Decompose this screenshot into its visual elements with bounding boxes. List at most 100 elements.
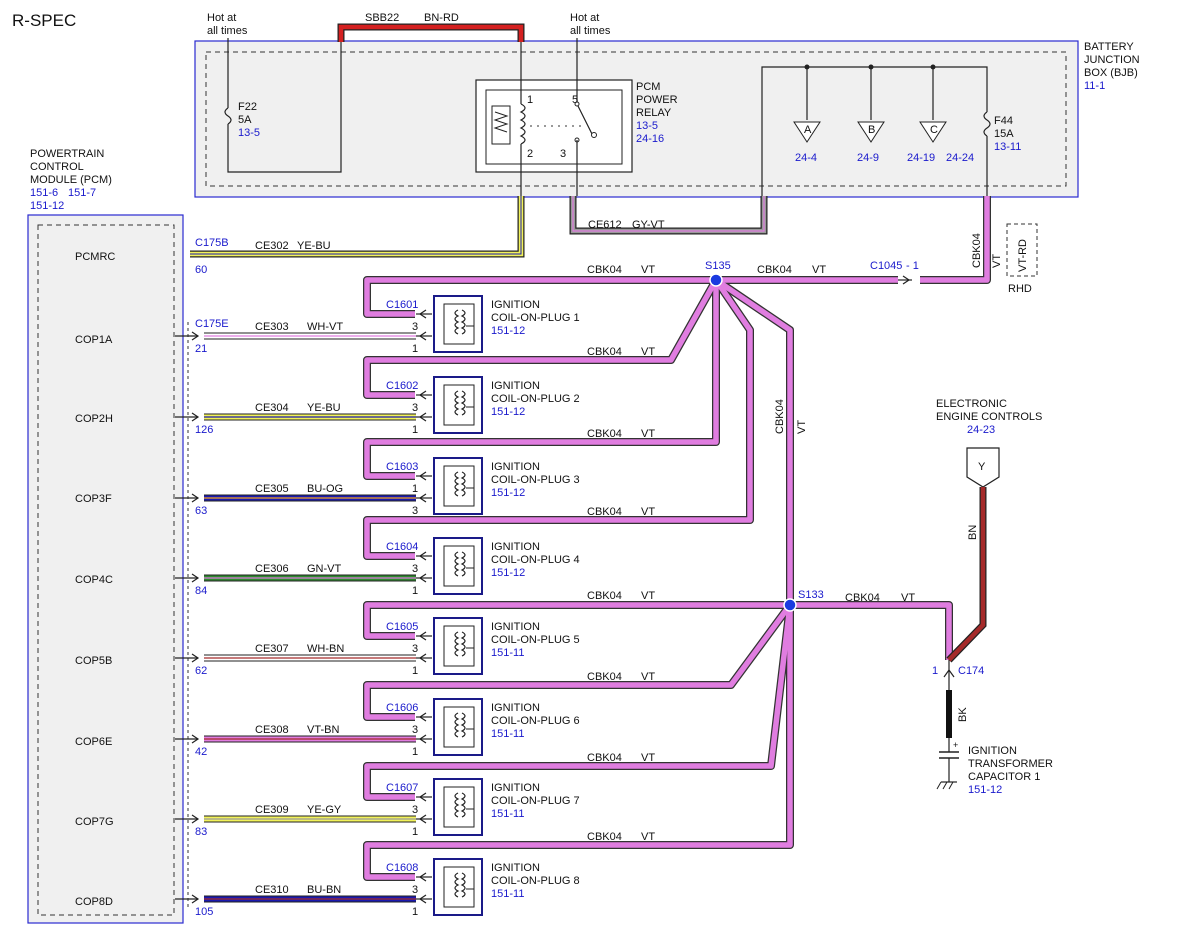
splice-s133-label: S133 bbox=[798, 589, 824, 601]
coil-6-ref: 151-11 bbox=[491, 728, 524, 740]
coil-8-pin-top: 3 bbox=[412, 884, 418, 896]
coil-4-pin-top: 3 bbox=[412, 563, 418, 575]
coil-2-circuit: CE304 bbox=[255, 402, 289, 414]
eec-connector: Y bbox=[978, 461, 986, 473]
wire-sbb22-color: BN-RD bbox=[424, 12, 459, 24]
coil-3-pin-bot: 3 bbox=[412, 505, 418, 517]
c1045-name: C1045 bbox=[870, 260, 902, 272]
coil-6-color: VT-BN bbox=[307, 724, 339, 736]
coil-8-bus-circuit: CBK04 bbox=[587, 831, 622, 843]
wire-sbb22: SBB22 BN-RD bbox=[337, 12, 525, 42]
coil-1-pin-top: 3 bbox=[412, 321, 418, 333]
bjb-conn-b: B bbox=[868, 124, 875, 136]
coil-1-pin-bot: 1 bbox=[412, 343, 418, 355]
coil-4-color: GN-VT bbox=[307, 563, 342, 575]
relay-label-2: POWER bbox=[636, 94, 678, 106]
hot-label-left-1: Hot at bbox=[207, 12, 236, 24]
eec-block: ELECTRONIC ENGINE CONTROLS 24-23 Y bbox=[936, 398, 1042, 488]
coil-4-label-1: IGNITION bbox=[491, 541, 540, 553]
bjb-conn-c: C bbox=[930, 124, 938, 136]
pcm-module: POWERTRAIN CONTROL MODULE (PCM) 151-6 15… bbox=[27, 148, 189, 924]
coil-1-circuit: CE303 bbox=[255, 321, 289, 333]
vt-circuit-vertical: CBK04 bbox=[774, 399, 786, 434]
coil-4-pcm-arrow bbox=[191, 573, 200, 583]
coil-8-bus-color: VT bbox=[641, 831, 655, 843]
capacitor-label-2: TRANSFORMER bbox=[968, 758, 1053, 770]
relay-pin-2: 2 bbox=[527, 148, 533, 160]
wire-ce302: C175B 60 CE302 YE-BU bbox=[190, 196, 525, 276]
coil-5-circuit: CE307 bbox=[255, 643, 289, 655]
coil-7-winding-primary bbox=[454, 792, 460, 818]
hot-label-left-2: all times bbox=[207, 25, 248, 37]
page-title: R-SPEC bbox=[12, 11, 76, 30]
coil-2-color: YE-BU bbox=[307, 402, 341, 414]
coil-1-label-2: COIL-ON-PLUG 1 bbox=[491, 312, 580, 324]
coil-7-label-2: COIL-ON-PLUG 7 bbox=[491, 795, 580, 807]
relay-label-1: PCM bbox=[636, 81, 660, 93]
bjb-extra-ref: 24-24 bbox=[946, 152, 974, 164]
coil-7-label-1: IGNITION bbox=[491, 782, 540, 794]
coil-1-pcm-arrow bbox=[191, 331, 200, 341]
coil-3-winding-secondary bbox=[460, 471, 466, 497]
coil-1-feed-arrow bbox=[418, 309, 427, 319]
coil-7-pin-top: 3 bbox=[412, 804, 418, 816]
coil-7-winding-secondary bbox=[460, 792, 466, 818]
wire-sbb22-circuit: SBB22 bbox=[365, 12, 399, 24]
coil-4-label-2: COIL-ON-PLUG 4 bbox=[491, 554, 580, 566]
fuse-f22-rating: 5A bbox=[238, 114, 252, 126]
bjb-ref: 11-1 bbox=[1084, 80, 1105, 92]
coil-7-circuit: CE309 bbox=[255, 804, 289, 816]
pcm-pin-cop6e: COP6E bbox=[75, 736, 112, 748]
coil-4-bus-color: VT bbox=[641, 506, 655, 518]
capacitor-plus: + bbox=[953, 740, 958, 750]
coil-1-winding-primary bbox=[454, 309, 460, 335]
pcm-label-3: MODULE (PCM) bbox=[30, 174, 112, 186]
wire-ce302-connector: C175B bbox=[195, 237, 229, 249]
coil-5-ref: 151-11 bbox=[491, 647, 524, 659]
coil-7-pin-bot: 1 bbox=[412, 826, 418, 838]
coil-2-connector: C1602 bbox=[386, 380, 418, 392]
vt-color-s135-right: VT bbox=[812, 264, 826, 276]
coil-7-color: YE-GY bbox=[307, 804, 342, 816]
coil-4-connector: C1604 bbox=[386, 541, 418, 553]
vt-color-vertical: VT bbox=[796, 420, 808, 434]
coil-2-feed-arrow bbox=[418, 390, 427, 400]
eec-ref: 24-23 bbox=[967, 424, 995, 436]
coil-3-bus-circuit: CBK04 bbox=[587, 428, 622, 440]
coil-6-pin-top: 3 bbox=[412, 724, 418, 736]
coil-5-label-1: IGNITION bbox=[491, 621, 540, 633]
coil-3-feed-arrow bbox=[418, 471, 427, 481]
coil-2-winding-primary bbox=[454, 390, 460, 416]
relay-ref-1: 13-5 bbox=[636, 120, 658, 132]
coil-4-pcm-pin: 84 bbox=[195, 585, 207, 597]
coil-3-pin-top: 1 bbox=[412, 483, 418, 495]
rhd-option-color: VT-RD bbox=[1017, 239, 1029, 272]
pcm-ref-3: 151-12 bbox=[30, 200, 64, 212]
coil-5-feed-arrow bbox=[418, 631, 427, 641]
coil-8-winding-primary bbox=[454, 872, 460, 898]
coil-3-pcm-arrow bbox=[191, 493, 200, 503]
coil-6-pin-bot: 1 bbox=[412, 746, 418, 758]
vt-circuit-s135-right: CBK04 bbox=[757, 264, 792, 276]
coil-1-pcm-pin: 21 bbox=[195, 343, 207, 355]
coil-7-feed-arrow bbox=[418, 792, 427, 802]
coil-5-winding-primary bbox=[454, 631, 460, 657]
hot-label-right-1: Hot at bbox=[570, 12, 599, 24]
coil-1-winding-secondary bbox=[460, 309, 466, 335]
ignition-capacitor: + IGNITION TRANSFORMER CAPACITOR 1 151-1… bbox=[936, 738, 1053, 796]
bjb-label-3: BOX (BJB) bbox=[1084, 67, 1138, 79]
relay-pin-1: 1 bbox=[527, 94, 533, 106]
coil-2-pcm-pin: 126 bbox=[195, 424, 213, 436]
coil-7-ref: 151-11 bbox=[491, 808, 524, 820]
c174-pin: 1 bbox=[932, 665, 938, 677]
hot-label-right-2: all times bbox=[570, 25, 611, 37]
coil-1-inner bbox=[443, 303, 475, 345]
pcm-pin-cop3f: COP3F bbox=[75, 493, 112, 505]
coil-4-feed-arrow bbox=[418, 551, 427, 561]
coil-8-connector: C1608 bbox=[386, 862, 418, 874]
c174-name: C174 bbox=[958, 665, 984, 677]
coil-5-pcm-arrow bbox=[191, 653, 200, 663]
